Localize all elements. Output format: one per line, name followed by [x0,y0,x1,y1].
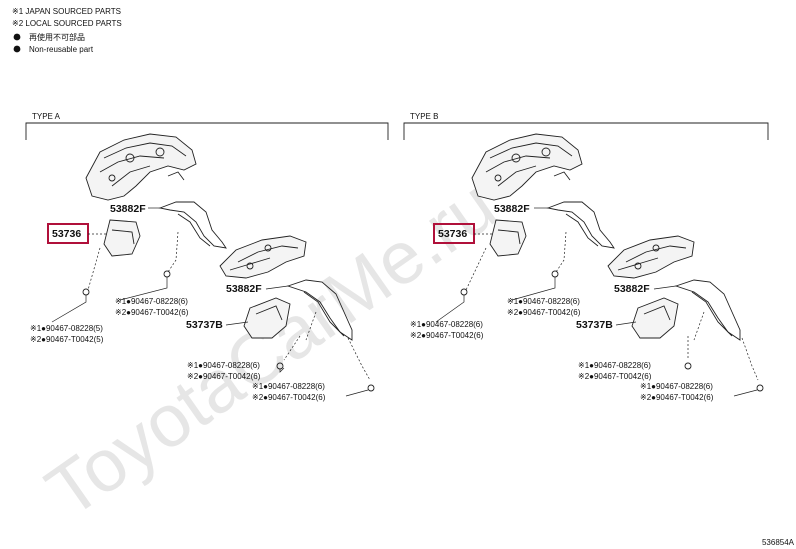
watermark: ToyotaCarMe.ru [32,163,511,533]
mud-guard-lower-drawing [286,279,353,341]
mud-guard-upper-drawing [546,201,615,249]
legend-non-reusable-en: Non-reusable part [29,45,94,54]
lower-fender-liner-drawing [607,235,695,279]
panel-type-b: TYPE B 53882F 53736 [403,112,769,402]
mud-guard-upper-drawing [158,201,227,249]
part-label-53882f-lower: 53882F [226,283,262,295]
fastener-code-bottom-1: ※1●90467-08228(6) [252,382,325,391]
fastener-code-mid-1: ※1●90467-08228(6) [507,297,580,306]
highlight-53736 [47,223,89,244]
fastener-code-left-2: ※2●90467-T0042(5) [30,335,104,344]
legend-note-local-sourced: ※2 LOCAL SOURCED PARTS [12,19,122,28]
legend-non-reusable-jp: 再使用不可部品 [29,32,85,42]
clip-icon [756,384,764,392]
highlight-53736 [433,223,475,244]
clip-icon [367,384,375,392]
clip-icon [684,362,692,370]
non-reusable-bullet-icon [13,33,21,41]
clip-icon [163,270,171,278]
fastener-code-mid-1: ※1●90467-08228(6) [115,297,188,306]
seal-53736-drawing [489,219,527,257]
panel-type-a: TYPE A 53882F 53736 [25,112,389,402]
non-reusable-bullet-icon [13,45,21,53]
fastener-code-low-1: ※1●90467-08228(6) [578,361,651,370]
fastener-code-low-1: ※1●90467-08228(6) [187,361,260,370]
clip-icon [82,288,90,296]
fastener-code-mid-2: ※2●90467-T0042(6) [507,308,581,317]
upper-fender-liner-drawing [471,133,583,201]
type-b-bracket [403,122,769,140]
seal-53737b-drawing [631,297,679,339]
type-a-bracket [25,122,389,140]
part-label-53737b: 53737B [186,319,223,331]
lower-fender-liner-drawing [219,235,307,279]
type-b-label: TYPE B [410,112,438,121]
part-label-53736: 53736 [438,228,467,240]
fastener-code-left-1: ※1●90467-08228(5) [30,324,103,333]
type-a-label: TYPE A [32,112,61,121]
mud-guard-lower-drawing [674,279,741,341]
legend-note-japan-sourced: ※1 JAPAN SOURCED PARTS [12,7,121,16]
part-label-53736: 53736 [52,228,81,240]
figure-code: 536854A [762,538,795,547]
part-label-53737b: 53737B [576,319,613,331]
part-label-53882f-upper: 53882F [494,203,530,215]
part-label-53882f-lower: 53882F [614,283,650,295]
upper-fender-liner-drawing [85,133,197,201]
clip-icon [551,270,559,278]
seal-53736-drawing [103,219,141,257]
clip-icon [460,288,468,296]
fastener-code-bottom-1: ※1●90467-08228(6) [640,382,713,391]
fastener-code-low-2: ※2●90467-T0042(6) [578,372,652,381]
fastener-code-bottom-2: ※2●90467-T0042(6) [252,393,326,402]
part-label-53882f-upper: 53882F [110,203,146,215]
fastener-code-low-2: ※2●90467-T0042(6) [187,372,261,381]
fastener-code-left-2: ※2●90467-T0042(6) [410,331,484,340]
legend: ※1 JAPAN SOURCED PARTS ※2 LOCAL SOURCED … [12,7,122,54]
fastener-code-mid-2: ※2●90467-T0042(6) [115,308,189,317]
fastener-code-bottom-2: ※2●90467-T0042(6) [640,393,714,402]
fastener-code-left-1: ※1●90467-08228(6) [410,320,483,329]
seal-53737b-drawing [243,297,291,339]
